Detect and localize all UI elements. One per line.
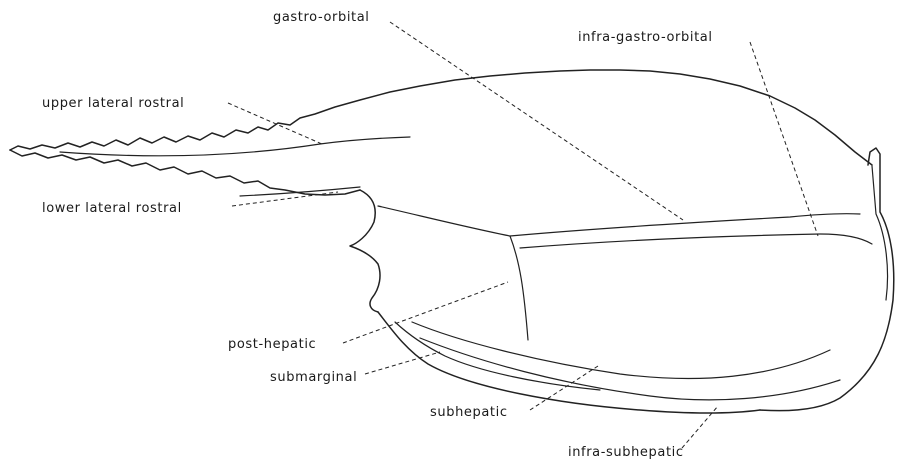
leader-upper-lateral-rostral <box>228 103 322 144</box>
label-infra-gastro-orbital: infra-gastro-orbital <box>578 30 713 45</box>
rostrum-ventral-margin <box>10 150 360 195</box>
label-post-hepatic: post-hepatic <box>228 337 316 352</box>
label-upper-lateral-rostral: upper lateral rostral <box>42 96 184 111</box>
infra-gastro-orbital-ridge <box>520 234 872 248</box>
post-hepatic-groove <box>510 236 528 340</box>
subhepatic-ridge <box>412 322 830 379</box>
leader-post-hepatic <box>343 282 508 343</box>
anterior-margin <box>350 190 380 312</box>
gastro-orbital-ridge <box>378 206 860 236</box>
upper-lateral-rostral-ridge <box>60 137 410 156</box>
label-lower-lateral-rostral: lower lateral rostral <box>42 201 182 216</box>
label-gastro-orbital: gastro-orbital <box>273 10 370 25</box>
leader-infra-gastro-orbital <box>750 42 818 236</box>
label-submarginal: submarginal <box>270 370 357 385</box>
leader-subhepatic <box>530 366 598 410</box>
leader-lower-lateral-rostral <box>232 192 338 206</box>
label-subhepatic: subhepatic <box>430 405 508 420</box>
leader-gastro-orbital <box>390 22 683 220</box>
label-infra-subhepatic: infra-subhepatic <box>568 445 684 460</box>
leader-submarginal <box>365 352 440 374</box>
rostrum-dorsal-margin <box>10 70 872 165</box>
ventral-margin <box>378 312 760 413</box>
